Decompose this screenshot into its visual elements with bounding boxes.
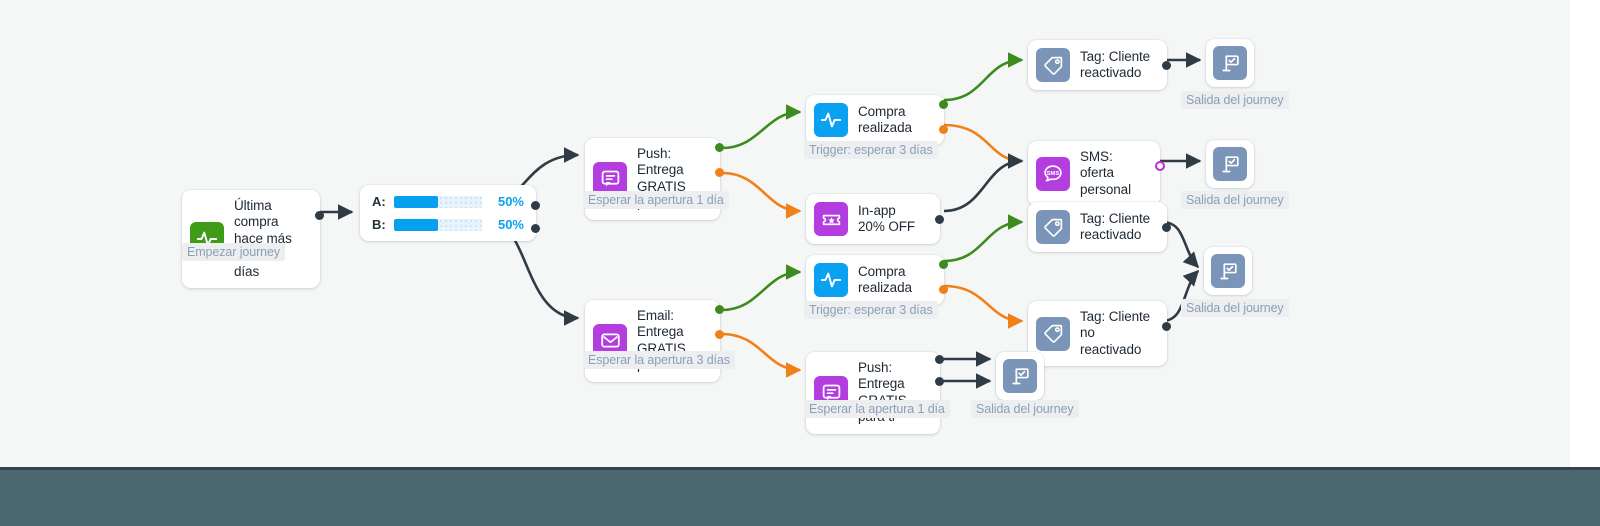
split-key-b: B: — [372, 217, 386, 232]
output-port[interactable] — [315, 211, 324, 220]
edge-push-top-noopen-to-inapp — [721, 171, 802, 219]
flag-check-icon — [1211, 254, 1245, 288]
edge-tag-mid-to-exit3 — [1161, 220, 1200, 269]
output-port[interactable] — [1162, 322, 1171, 331]
node-tag-reactivated-top[interactable]: Tag: Cliente reactivado — [1028, 40, 1171, 90]
output-port-no[interactable] — [939, 125, 948, 134]
output-port-opened[interactable] — [715, 305, 724, 314]
tag-icon — [1036, 210, 1070, 244]
caption-email-wait: Esperar la apertura 3 días — [583, 351, 735, 369]
caption-exit-3: Salida del journey — [1181, 299, 1289, 317]
node-inapp-offer[interactable]: In-app 20% OFF — [806, 194, 944, 244]
split-bar-b-fill — [394, 218, 438, 231]
edge-email-noopen-to-push-bottom — [721, 332, 802, 378]
tag-icon — [1036, 316, 1070, 351]
push-message-icon — [593, 161, 627, 196]
node-push-bottom[interactable]: Push: Entrega GRATIS para ti — [806, 352, 944, 434]
flag-check-icon — [1003, 359, 1037, 393]
output-port-a[interactable] — [935, 355, 944, 364]
output-port[interactable] — [1155, 161, 1165, 171]
caption-purchase-top-trigger: Trigger: esperar 3 días — [804, 141, 938, 159]
activity-pulse-icon — [814, 263, 848, 297]
caption-push-top-wait: Esperar la apertura 1 día — [583, 191, 729, 209]
bottom-toolbar[interactable] — [0, 470, 1600, 526]
node-purchase-top[interactable]: Compra realizada — [806, 95, 948, 145]
node-label: In-app 20% OFF — [858, 202, 916, 234]
flag-check-icon — [1213, 147, 1247, 181]
edge-purchase-bottom-yes-to-tag — [943, 214, 1024, 263]
output-port-yes[interactable] — [939, 100, 948, 109]
node-exit-4[interactable] — [996, 352, 1044, 400]
output-port[interactable] — [1162, 61, 1171, 70]
ticket-star-icon — [814, 202, 848, 236]
node-exit-1[interactable] — [1206, 39, 1254, 87]
svg-text:SMS: SMS — [1047, 171, 1060, 177]
caption-purchase-bottom-trigger: Trigger: esperar 3 días — [804, 301, 938, 319]
node-exit-3[interactable] — [1204, 247, 1252, 295]
node-label: Tag: Cliente no reactivado — [1080, 309, 1151, 357]
activity-pulse-icon — [814, 103, 848, 137]
node-sms-offer[interactable]: SMS SMS: oferta personal — [1028, 141, 1165, 207]
node-ab-split[interactable]: A: 50% B: 50% — [360, 185, 540, 241]
flag-check-icon — [1213, 46, 1247, 80]
node-label: Tag: Cliente reactivado — [1080, 48, 1151, 80]
caption-exit-1: Salida del journey — [1181, 91, 1289, 109]
canvas-right-gutter — [1570, 0, 1600, 468]
node-label: SMS: oferta personal — [1080, 149, 1131, 197]
edge-purchase-top-yes-to-tag — [943, 52, 1024, 102]
output-port[interactable] — [935, 215, 944, 224]
edge-purchase-top-no-to-sms — [943, 123, 1024, 169]
split-row-b[interactable]: B: 50% — [372, 217, 524, 232]
output-port-not-opened[interactable] — [715, 168, 724, 177]
caption-exit-2: Salida del journey — [1181, 191, 1289, 209]
split-percent-b: 50% — [497, 217, 524, 232]
node-exit-2[interactable] — [1206, 140, 1254, 188]
caption-exit-4: Salida del journey — [971, 400, 1079, 418]
node-label: Última compra hace más de 30 días — [234, 198, 292, 279]
node-label: Compra realizada — [858, 263, 912, 295]
output-port-opened[interactable] — [715, 143, 724, 152]
output-port-yes[interactable] — [939, 260, 948, 269]
canvas-bottom-divider — [0, 467, 1600, 470]
node-label: Compra realizada — [858, 103, 912, 135]
output-port-no[interactable] — [939, 285, 948, 294]
split-bar-a — [394, 195, 482, 208]
edge-purchase-bottom-no-to-tag-not — [943, 284, 1024, 329]
split-bar-b — [394, 218, 482, 231]
node-label: Tag: Cliente reactivado — [1080, 210, 1151, 242]
node-purchase-bottom[interactable]: Compra realizada — [806, 255, 948, 305]
output-port-not-opened[interactable] — [715, 330, 724, 339]
edge-inapp-to-sms — [943, 153, 1024, 213]
caption-push-bottom-wait: Esperar la apertura 1 día — [804, 400, 950, 418]
split-row-a[interactable]: A: 50% — [372, 194, 524, 209]
node-entry-trigger[interactable]: Última compra hace más de 30 días — [182, 190, 324, 289]
output-port-b[interactable] — [935, 377, 944, 386]
output-port-a[interactable] — [531, 201, 540, 210]
node-tag-reactivated-mid[interactable]: Tag: Cliente reactivado — [1028, 202, 1171, 252]
node-tag-not-reactivated[interactable]: Tag: Cliente no reactivado — [1028, 301, 1171, 367]
edge-push-top-open-to-purchase — [721, 104, 802, 150]
sms-bubble-icon: SMS — [1036, 156, 1070, 191]
node-email[interactable]: Email: Entrega GRATIS para ti — [585, 300, 724, 382]
split-percent-a: 50% — [497, 194, 524, 209]
output-port-b[interactable] — [531, 224, 540, 233]
edge-email-open-to-purchase — [721, 264, 802, 312]
output-port[interactable] — [1162, 223, 1171, 232]
caption-empezar-journey: Empezar journey — [182, 243, 285, 261]
split-key-a: A: — [372, 194, 386, 209]
tag-icon — [1036, 48, 1070, 82]
split-bar-a-fill — [394, 195, 438, 208]
